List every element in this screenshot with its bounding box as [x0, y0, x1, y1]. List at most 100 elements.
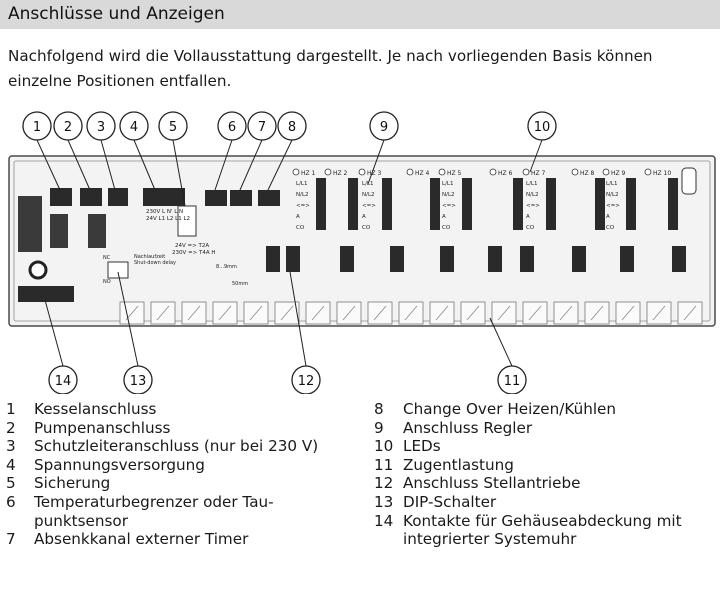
actuator-terminal [520, 246, 534, 272]
callout-number: 13 [130, 374, 147, 389]
legend-text: Anschluss Regler [403, 418, 533, 437]
zone-label: HZ 2 [333, 170, 348, 177]
zone-label: HZ 6 [498, 170, 513, 177]
actuator-terminal [488, 246, 502, 272]
callout-number: 4 [130, 120, 138, 135]
actuator-terminal [340, 246, 354, 272]
callout-circle [48, 365, 78, 394]
terminal-label: CO [526, 225, 535, 231]
zone-label: HZ 9 [611, 170, 626, 177]
fuse-label-1: 24V => T2A [175, 243, 209, 249]
controller-terminal [513, 178, 523, 230]
zone-label: HZ 8 [580, 170, 595, 177]
strain-relief-line [559, 305, 573, 321]
actuator-terminal [390, 246, 404, 272]
callout-leader [133, 139, 156, 191]
callout-circle [119, 111, 149, 141]
callout-leader [172, 139, 186, 207]
callout-leader [267, 139, 293, 191]
legend-number: 9 [374, 418, 384, 437]
nc-label: NC [103, 255, 111, 261]
strain-relief-line [404, 305, 418, 321]
section-title: Anschlüsse und Anzeigen [8, 4, 225, 24]
relay-1 [18, 196, 42, 252]
callout-circle [527, 111, 557, 141]
power-row-1: 230V L N' L N [146, 209, 183, 215]
zone-label: HZ 1 [301, 170, 316, 177]
callout-circle [123, 365, 153, 394]
callout-leader [100, 139, 116, 191]
fuse-holder [177, 205, 197, 237]
callout-number: 7 [258, 120, 266, 135]
board-outline [8, 155, 716, 327]
controller-terminal [348, 178, 358, 230]
controller-terminal [462, 178, 472, 230]
callout-leader [367, 139, 385, 185]
zone-led [438, 168, 446, 176]
terminal-block-earth [108, 188, 128, 206]
callout-leader [289, 271, 307, 367]
zone-led [292, 168, 300, 176]
callout-leader [214, 139, 233, 191]
zone-led [571, 168, 579, 176]
callout-number: 11 [504, 374, 521, 389]
controller-terminal [626, 178, 636, 230]
strain-relief-line [621, 305, 635, 321]
legend-text: Kontakte für Gehäuseabdeckung mit integr… [403, 511, 682, 549]
callout-circle [217, 111, 247, 141]
terminal-label: CO [362, 225, 371, 231]
terminal-label: L/L1 [442, 181, 453, 187]
controller-diagram: 230V L N' L N 24V L1 L2 L1 L2 24V => T2A… [8, 111, 716, 394]
strain-relief-line [311, 305, 325, 321]
terminal-label: <=> [296, 203, 310, 209]
zone-label: HZ 3 [367, 170, 382, 177]
terminal-label: L/L1 [606, 181, 617, 187]
legend-item: 9 Anschluss Regler [374, 419, 720, 438]
zone-label: HZ 7 [531, 170, 546, 177]
legend-number: 11 [374, 455, 394, 474]
strain-relief-line [497, 305, 511, 321]
controller-terminal [316, 178, 326, 230]
callout-leader [117, 271, 139, 367]
no-label: NO [103, 279, 111, 285]
relay-2 [50, 214, 68, 248]
legend-text: Change Over Heizen/Kühlen [403, 400, 617, 418]
legend-number: 2 [6, 418, 16, 437]
terminal-label: CO [442, 225, 451, 231]
terminal-label: L/L1 [526, 181, 537, 187]
setback-label-1: Nachlaufzeit [134, 254, 165, 260]
callout-number: 1 [33, 120, 41, 135]
fuse-label-2: 230V => T4A H [172, 250, 215, 256]
callout-circle [277, 111, 307, 141]
legend-number: 6 [6, 492, 16, 511]
terminal-label: N/L2 [362, 192, 375, 198]
zone-led [324, 168, 332, 176]
strain-relief-line [342, 305, 356, 321]
terminal-block-limiter [205, 190, 227, 206]
controller-terminal [595, 178, 605, 230]
strain-relief-row [119, 301, 703, 325]
dip-switch [107, 261, 129, 279]
strip-length-1: 8...9mm [216, 264, 237, 270]
controller-terminal [382, 178, 392, 230]
controller-terminal [546, 178, 556, 230]
callout-circle [247, 111, 277, 141]
callout-number: 9 [380, 120, 388, 135]
zone-label: HZ 10 [653, 170, 671, 177]
terminal-block-supply [143, 188, 185, 206]
actuator-terminal [266, 246, 280, 272]
callout-number: 3 [97, 120, 105, 135]
actuator-terminal [620, 246, 634, 272]
terminal-label: <=> [362, 203, 376, 209]
strain-relief-line [528, 305, 542, 321]
setback-label-2: Shut-down delay [134, 260, 176, 266]
legend-text: Schutzleiteranschluss (nur bei 230 V) [34, 437, 319, 456]
strain-relief-line [373, 305, 387, 321]
terminal-label: <=> [606, 203, 620, 209]
zone-led [406, 168, 414, 176]
legend-text: LEDs [403, 437, 441, 456]
terminal-block-timer [230, 190, 252, 206]
